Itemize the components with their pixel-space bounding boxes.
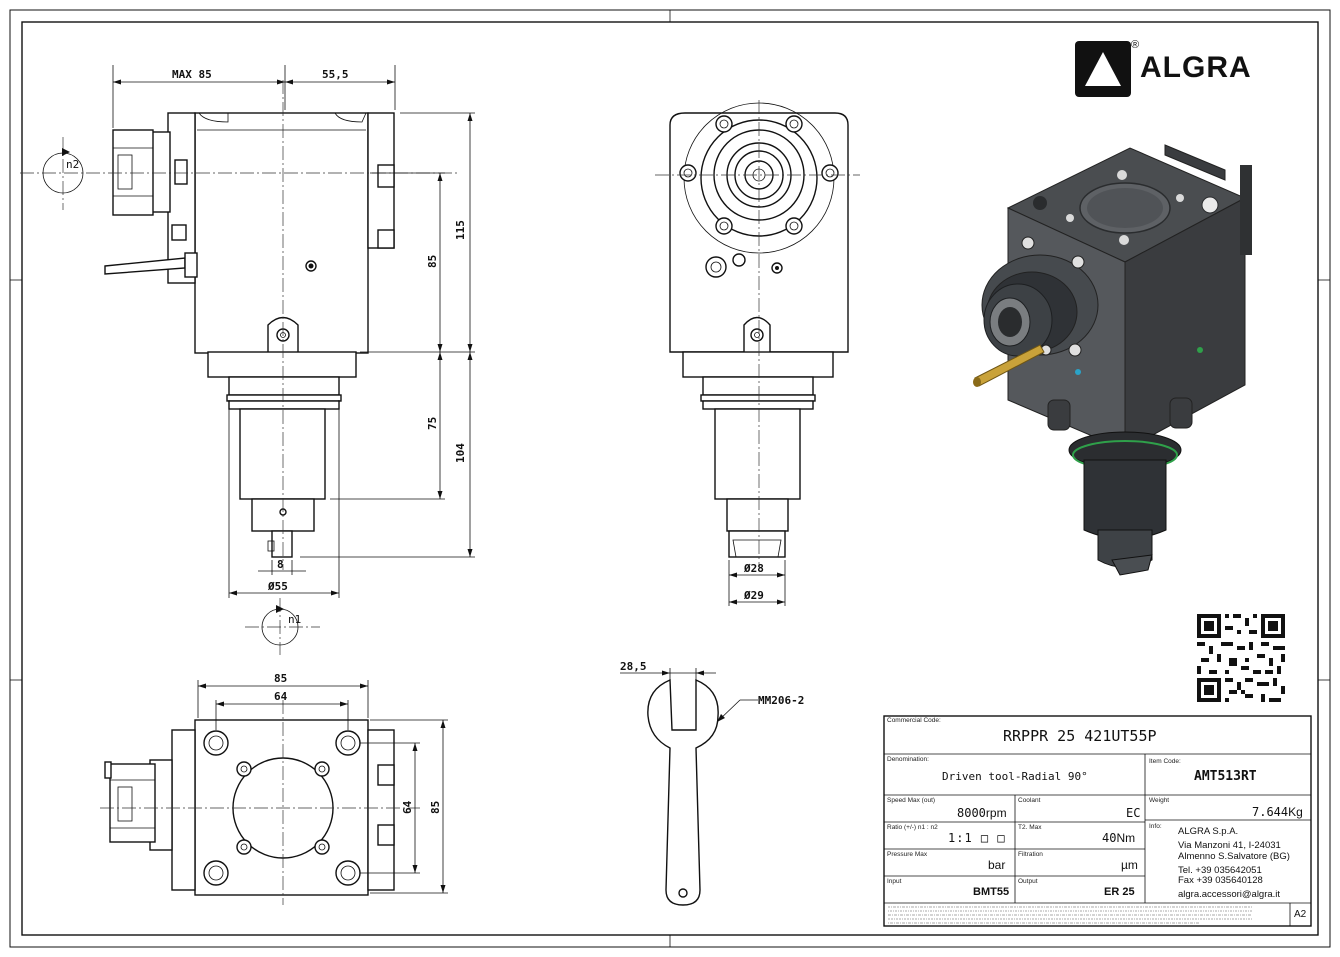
dim-64-top: 64 <box>274 690 288 703</box>
item-code-value: AMT513RT <box>1194 769 1257 784</box>
isometric-render <box>973 144 1252 576</box>
rotation-n2-icon: n2 <box>42 137 84 210</box>
commercial-code-label: Commercial Code: <box>887 717 941 724</box>
torque-value: 40Nm <box>1102 831 1136 845</box>
dim-104: 104 <box>454 443 467 463</box>
top-view: 85 64 64 85 <box>100 672 448 905</box>
pressure-label: Pressure Max <box>887 851 928 858</box>
brand-name: ALGRA <box>1140 51 1252 84</box>
denomination-value: Driven tool-Radial 90° <box>942 770 1088 783</box>
output-value: ER 25 <box>1104 886 1135 898</box>
wrench-code: MM206-2 <box>758 694 804 707</box>
sheet-size: A2 <box>1294 909 1307 920</box>
speed-max-label: Speed Max (out) <box>887 797 936 804</box>
coolant-label: Coolant <box>1018 797 1041 804</box>
speed-max-value: 8000rpm <box>957 806 1007 820</box>
dim-85-top: 85 <box>274 672 287 685</box>
dim-115: 115 <box>454 220 467 240</box>
denomination-label: Denomination: <box>887 756 929 763</box>
rotation-n1-icon: n1 <box>245 598 320 655</box>
front-view: Ø28 Ø29 <box>655 100 860 606</box>
ratio-value: 1:1 □ □ <box>948 831 1006 845</box>
dim-28-5: 28,5 <box>620 660 647 673</box>
svg-text:n2: n2 <box>66 158 79 171</box>
pressure-unit: bar <box>988 858 1006 872</box>
info-city: Almenno S.Salvatore (BG) <box>1178 851 1290 862</box>
info-tel: Tel. +39 035642051 <box>1178 865 1262 876</box>
algra-logo-icon <box>1075 41 1131 97</box>
dim-phi-28: Ø28 <box>743 562 764 575</box>
input-label: Input <box>887 878 902 885</box>
weight-value: 7.644Kg <box>1252 805 1303 819</box>
info-fax: Fax +39 035640128 <box>1178 875 1263 886</box>
coolant-value: EC <box>1126 806 1141 820</box>
info-email[interactable]: algra.accessori@algra.it <box>1178 889 1281 900</box>
info-label: Info: <box>1149 823 1162 830</box>
item-code-label: Item Code: <box>1149 758 1181 765</box>
dim-85-vertical: 85 <box>426 255 439 268</box>
filtration-label: Filtration <box>1018 851 1043 858</box>
info-company: ALGRA S.p.A. <box>1178 826 1239 837</box>
dim-phi-55: Ø55 <box>267 580 288 593</box>
wrench-drawing: 28,5 MM206-2 <box>620 660 804 906</box>
filtration-unit: µm <box>1121 858 1138 872</box>
dim-64-side: 64 <box>401 800 414 814</box>
torque-label: T2. Max <box>1018 824 1042 831</box>
side-view: MAX 85 55,5 115 85 75 104 8 Ø55 <box>20 65 475 655</box>
output-label: Output <box>1018 878 1038 885</box>
title-block-grid <box>883 715 1312 927</box>
dim-max-85: MAX 85 <box>172 68 212 81</box>
weight-label: Weight <box>1149 797 1170 804</box>
qr-code-icon <box>1197 614 1285 702</box>
dim-phi-29: Ø29 <box>743 589 764 602</box>
dim-75: 75 <box>426 417 439 430</box>
ratio-label: Ratio (+/-) n1 : n2 <box>887 824 938 831</box>
dim-85-side: 85 <box>429 801 442 814</box>
input-value: BMT55 <box>973 886 1010 898</box>
commercial-code-value: RRPPR 25 421UT55P <box>1003 727 1157 745</box>
dim-8: 8 <box>277 558 284 571</box>
dim-55-5: 55,5 <box>322 68 349 81</box>
info-address: Via Manzoni 41, I-24031 <box>1178 840 1281 851</box>
registered-mark: ® <box>1131 39 1140 51</box>
svg-text:n1: n1 <box>288 613 301 626</box>
